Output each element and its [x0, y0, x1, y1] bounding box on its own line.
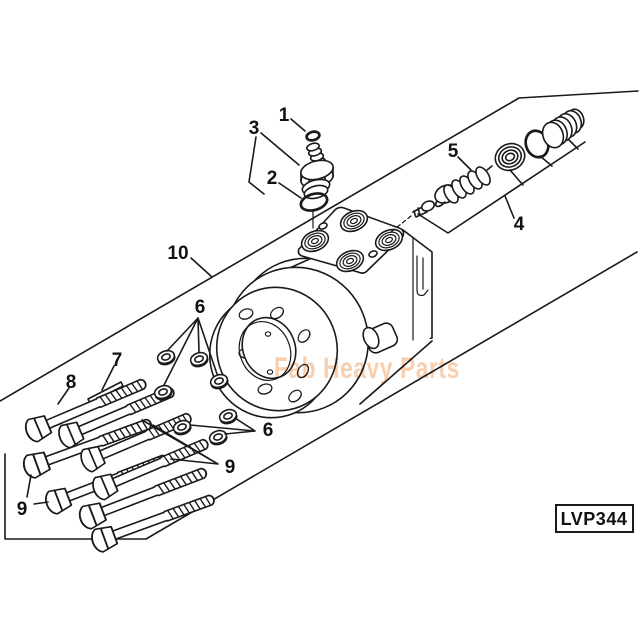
border-frame	[0, 90, 639, 540]
block-relief-notch	[416, 255, 429, 297]
flange-bore-depth-edge	[238, 321, 292, 381]
gauge-hole	[368, 250, 378, 258]
leader-5	[457, 156, 472, 171]
callout-6-lower: 6	[263, 420, 274, 441]
callout-7: 7	[112, 350, 123, 371]
fan-6-upper	[163, 317, 218, 386]
part2-o-ring	[299, 192, 329, 229]
leader-9-left	[26, 474, 49, 505]
code-box-border	[555, 504, 634, 533]
part1-sealing-washer	[305, 130, 321, 142]
leader-7	[101, 365, 115, 391]
alignment-dashed-line	[390, 215, 412, 233]
bracket-4	[417, 139, 586, 234]
valve-seat	[494, 142, 526, 172]
callout-1: 1	[279, 105, 290, 126]
callout-9-left: 9	[17, 499, 28, 520]
bore-pin-hole	[266, 369, 274, 375]
leader-3a	[260, 132, 300, 166]
code-text: LVP344	[561, 509, 628, 529]
callout-8: 8	[66, 372, 77, 393]
callout-10: 10	[167, 243, 188, 264]
callout-9-right: 9	[225, 457, 236, 478]
bore-pin-hole	[264, 331, 272, 337]
watermark-text: Fab Heavy Parts	[274, 352, 460, 385]
frame-lower-edge	[4, 251, 638, 540]
leader-3b	[248, 136, 265, 195]
callout-3: 3	[249, 118, 260, 139]
frame-upper-edge	[0, 90, 639, 402]
code-box: LVP344	[555, 504, 634, 533]
callout-2: 2	[267, 168, 278, 189]
leader-10	[190, 257, 213, 278]
fan-9-right	[141, 419, 219, 465]
callout-4: 4	[514, 214, 525, 235]
steering-motor-assembly	[208, 205, 433, 419]
relief-valve-kit	[390, 108, 585, 233]
leader-1	[290, 118, 306, 132]
part4-plug	[541, 108, 585, 149]
part3-adapter-fitting	[300, 142, 334, 200]
side-port-cap	[362, 326, 380, 350]
callout-labels: 1 2 3 4 5 6 6 7 8 9 9 10	[17, 105, 525, 520]
callout-5: 5	[448, 141, 459, 162]
valve-spring	[434, 165, 493, 208]
fan-6-lower	[189, 417, 256, 435]
callout-6-upper: 6	[195, 297, 206, 318]
cylinder-bottom-edge	[359, 340, 433, 405]
leader-8	[57, 387, 70, 405]
leader-lines	[26, 118, 586, 505]
leader-2	[278, 182, 302, 199]
gauge-hole	[318, 222, 328, 230]
